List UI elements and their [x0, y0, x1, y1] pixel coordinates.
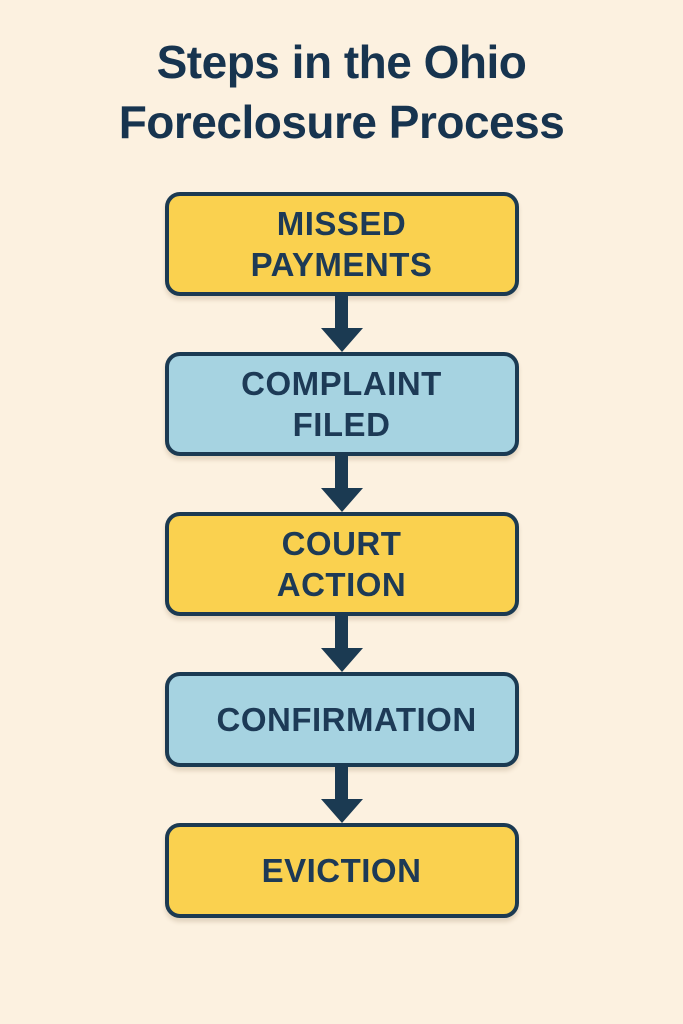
- step-eviction: EVICTION: [164, 823, 519, 918]
- step-missed-payments: MISSED PAYMENTS: [164, 192, 519, 296]
- step-label: COMPLAINT FILED: [241, 365, 442, 443]
- arrow-stem: [335, 767, 348, 799]
- arrow-down-icon: [320, 456, 363, 512]
- page-title-line-2: Foreclosure Process: [118, 96, 565, 148]
- page-title: Steps in the Ohio Foreclosure Process: [0, 32, 683, 152]
- arrow-head: [320, 648, 363, 672]
- arrow-head: [320, 488, 363, 512]
- arrow-head: [320, 328, 363, 352]
- step-label: EVICTION: [261, 852, 422, 889]
- arrow-stem: [335, 296, 348, 328]
- arrow-down-icon: [320, 767, 363, 823]
- page-title-line-1: Steps in the Ohio: [156, 36, 527, 88]
- arrow-down-icon: [320, 296, 363, 352]
- step-confirmation: CONFIRMATION: [164, 672, 519, 767]
- step-complaint-filed: COMPLAINT FILED: [164, 352, 519, 456]
- foreclosure-flowchart: MISSED PAYMENTS COMPLAINT FILED COURT AC…: [0, 192, 683, 918]
- step-label: CONFIRMATION: [216, 701, 477, 738]
- arrow-down-icon: [320, 616, 363, 672]
- arrow-head: [320, 799, 363, 823]
- step-court-action: COURT ACTION: [164, 512, 519, 616]
- step-label: MISSED PAYMENTS: [250, 205, 433, 283]
- step-label: COURT ACTION: [276, 525, 407, 603]
- arrow-stem: [335, 456, 348, 488]
- arrow-stem: [335, 616, 348, 648]
